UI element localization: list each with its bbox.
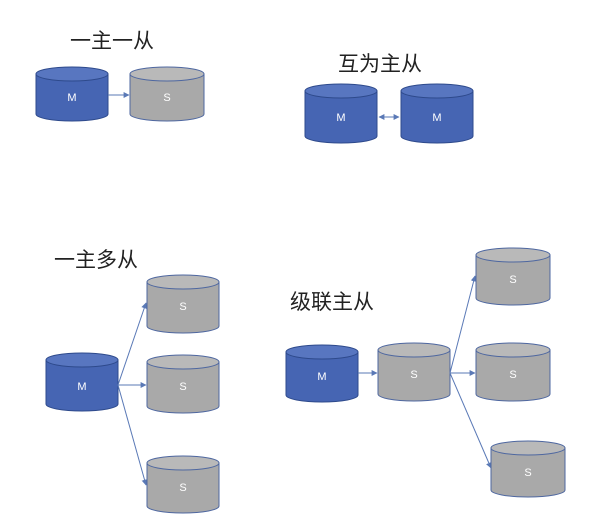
db-slave: S <box>475 342 551 402</box>
section-title-cascade: 级联主从 <box>290 290 374 314</box>
section-title-one-master-multi-slave: 一主多从 <box>54 248 138 272</box>
db-label: S <box>179 301 186 313</box>
db-label: S <box>509 369 516 381</box>
section-cascade: 级联主从 M S S S S <box>285 247 566 498</box>
db-slave: S <box>377 342 451 402</box>
section-one-master-one-slave: 一主一从 M S <box>35 29 205 122</box>
db-master: M <box>304 83 378 144</box>
db-slave: S <box>475 247 551 306</box>
db-slave: S <box>146 455 220 514</box>
db-slave: S <box>146 274 220 334</box>
db-label: S <box>524 467 531 479</box>
db-master: M <box>400 83 474 144</box>
replication-arrow <box>117 384 148 486</box>
db-label: M <box>67 92 76 104</box>
db-master: M <box>35 66 109 122</box>
replication-arrow <box>449 275 477 374</box>
db-label: S <box>509 274 516 286</box>
replication-arrow <box>117 302 148 386</box>
db-slave: S <box>129 66 205 122</box>
db-master: M <box>285 344 359 403</box>
section-title-one-master-one-slave: 一主一从 <box>70 29 154 53</box>
db-label: S <box>179 482 186 494</box>
db-master: M <box>45 352 119 412</box>
replication-arrow <box>449 372 492 469</box>
section-mutual-master: 互为主从 M M <box>304 52 474 144</box>
db-label: M <box>432 112 441 124</box>
db-label: M <box>317 371 326 383</box>
db-label: M <box>336 112 345 124</box>
db-label: S <box>163 92 170 104</box>
section-one-master-multi-slave: 一主多从 M S S S <box>45 248 220 514</box>
db-slave: S <box>146 354 220 414</box>
db-label: S <box>179 381 186 393</box>
db-label: S <box>410 369 417 381</box>
db-label: M <box>77 381 86 393</box>
db-slave: S <box>490 440 566 498</box>
section-title-mutual-master: 互为主从 <box>338 52 422 76</box>
